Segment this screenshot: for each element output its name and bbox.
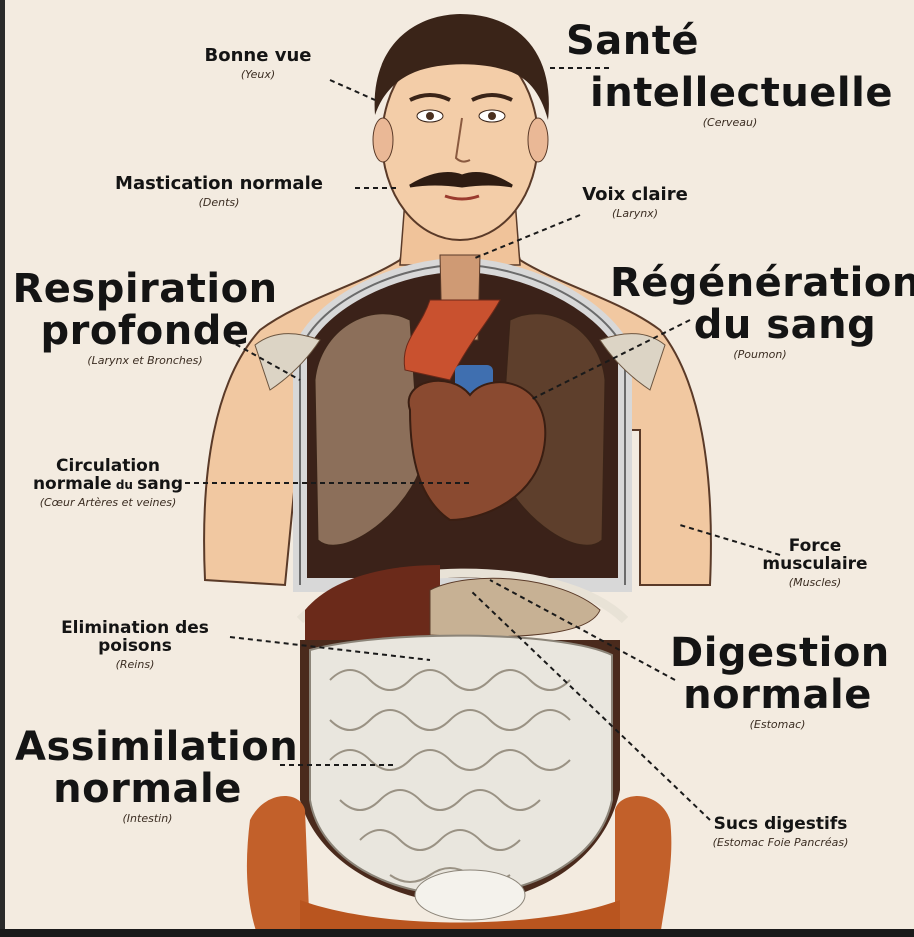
circulation-sub: (Cœur Artères et veines) [8,497,208,509]
respiration-line1: Respiration [10,268,280,310]
digestion-line2: normale [670,674,885,716]
ear-right [528,118,548,162]
label-mastication: Mastication normale (Dents) [84,175,354,208]
ear-left [373,118,393,162]
sante-text: Santé [566,20,670,62]
sucs-text: Sucs digestifs [668,816,893,834]
label-voix: Voix claire (Larynx) [560,186,710,219]
label-circulation: Circulation normale du sang (Cœur Artère… [8,458,208,508]
assimilation-sub: (Intestin) [15,813,280,825]
digestion-line1: Digestion [670,632,885,674]
bonne-vue-text: Bonne vue [182,47,334,66]
regeneration-sub: (Poumon) [610,349,910,361]
respiration-line2: profonde [10,310,280,352]
mastication-text: Mastication normale [84,175,354,194]
regeneration-line2: du sang [610,304,910,346]
elimination-line2: poisons [40,638,230,656]
circulation-sang: sang [137,474,183,494]
assimilation-line2: normale [15,768,280,810]
voix-text: Voix claire [560,186,710,205]
label-sante-line2: intellectuelle (Cerveau) [590,72,870,129]
label-force: Force musculaire (Muscles) [745,538,885,588]
label-digestion: Digestion normale (Estomac) [670,632,885,731]
bladder [415,870,525,920]
respiration-sub: (Larynx et Bronches) [10,355,280,367]
label-respiration: Respiration profonde (Larynx et Bronches… [10,268,280,367]
digestion-sub: (Estomac) [670,719,885,731]
label-regeneration: Régénération du sang (Poumon) [610,262,910,361]
regeneration-line1: Régénération [610,262,910,304]
sucs-sub: (Estomac Foie Pancréas) [668,837,893,849]
label-bonne-vue: Bonne vue (Yeux) [182,47,334,80]
circulation-normale: normale [33,474,112,494]
label-sante-line1: Santé [566,20,670,62]
label-elimination: Elimination des poisons (Reins) [40,620,230,670]
label-sucs: Sucs digestifs (Estomac Foie Pancréas) [668,816,893,848]
assimilation-line1: Assimilation [15,726,280,768]
bottom-edge [0,929,914,937]
force-line2: musculaire [745,556,885,574]
elimination-sub: (Reins) [40,659,230,671]
circulation-du: du [116,478,133,492]
force-sub: (Muscles) [745,577,885,589]
sante-sub: (Cerveau) [590,117,870,129]
mastication-sub: (Dents) [84,197,354,209]
bonne-vue-sub: (Yeux) [182,69,334,81]
voix-sub: (Larynx) [560,208,710,220]
sante-line2-text: intellectuelle [590,72,870,114]
label-assimilation: Assimilation normale (Intestin) [15,726,280,825]
waist-cloth-right [615,796,671,937]
